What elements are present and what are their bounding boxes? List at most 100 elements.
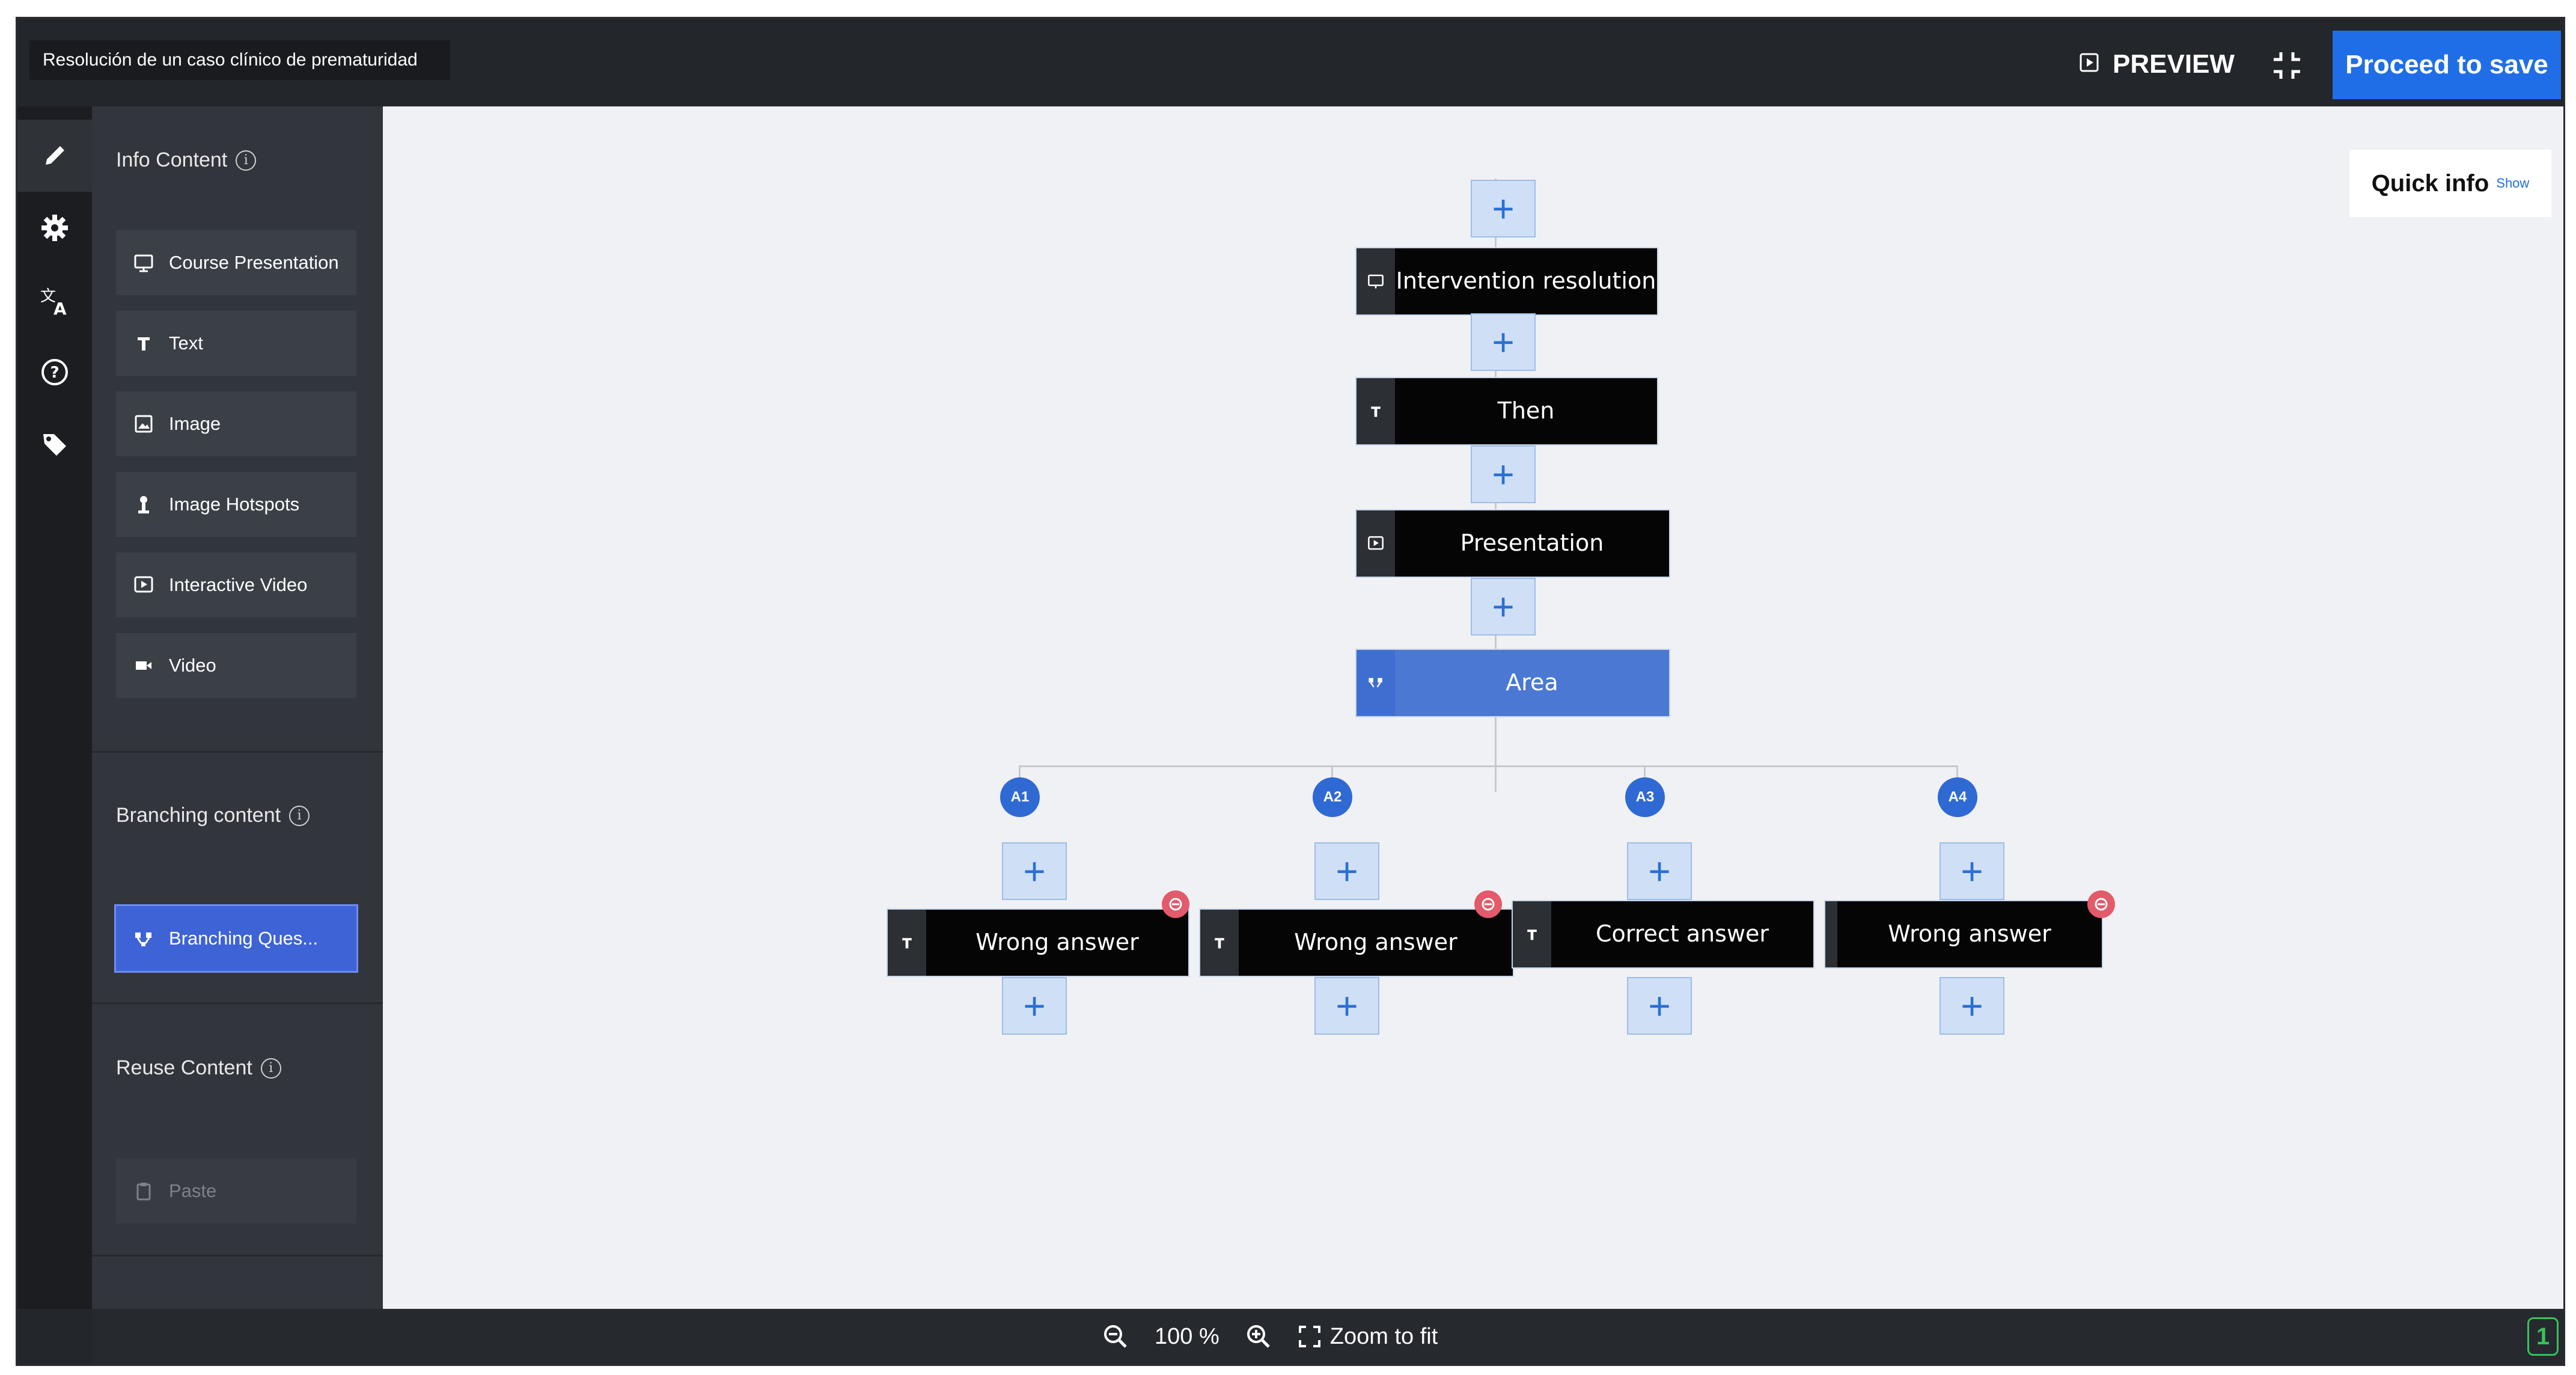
- connector-line: [1019, 765, 1958, 767]
- node-label: Intervention resolution: [1395, 248, 1657, 314]
- text-icon: [132, 331, 156, 355]
- node-label: Wrong answer: [1837, 901, 2102, 967]
- presentation-icon: [132, 251, 156, 275]
- rail-translate-tab[interactable]: 文 A: [17, 264, 92, 336]
- content-node[interactable]: Presentation: [1357, 510, 1669, 577]
- tool-video[interactable]: Video: [116, 633, 356, 698]
- reuse-content-title: Reuse Content: [116, 1056, 252, 1079]
- document-title-input[interactable]: Resolución de un caso clínico de prematu…: [29, 40, 450, 80]
- add-node-button[interactable]: +: [1314, 977, 1379, 1035]
- node-icon-strip: [1825, 901, 1837, 967]
- tool-course-presentation[interactable]: Course Presentation: [116, 230, 356, 295]
- zoom-out-button[interactable]: [1102, 1323, 1129, 1350]
- zoom-to-fit-label: Zoom to fit: [1329, 1323, 1438, 1349]
- interactive-video-icon: [132, 573, 156, 597]
- add-node-button[interactable]: +: [1314, 842, 1379, 900]
- node-label: Wrong answer: [1239, 910, 1513, 976]
- text-icon: [888, 910, 926, 976]
- tool-branching-question[interactable]: Branching Ques...: [114, 904, 358, 973]
- quick-info-panel[interactable]: Quick info Show: [2349, 150, 2551, 217]
- info-icon[interactable]: i: [260, 1058, 281, 1079]
- content-node[interactable]: Intervention resolution: [1357, 248, 1657, 314]
- pencil-icon: [46, 146, 64, 165]
- info-content-title: Info Content: [116, 149, 228, 171]
- counter-badge[interactable]: 1: [2527, 1317, 2559, 1356]
- node-label: Presentation: [1395, 510, 1669, 577]
- node-label: Then: [1395, 378, 1657, 444]
- add-node-button[interactable]: +: [1940, 842, 2004, 900]
- sidebar-divider: [92, 1002, 383, 1004]
- svg-text:?: ?: [50, 364, 59, 382]
- node-label: Correct answer: [1551, 901, 1813, 967]
- end-scenario-icon[interactable]: [1474, 890, 1502, 918]
- rail-edit-tab[interactable]: [17, 120, 92, 192]
- add-node-button[interactable]: +: [1471, 180, 1536, 237]
- end-scenario-icon[interactable]: [1162, 890, 1189, 918]
- sidebar-divider: [92, 751, 383, 753]
- add-node-button[interactable]: +: [1627, 842, 1692, 900]
- tool-interactive-video[interactable]: Interactive Video: [116, 553, 356, 617]
- zoom-in-button[interactable]: [1245, 1323, 1272, 1350]
- answer-node-a4[interactable]: Wrong answer: [1825, 901, 2102, 967]
- answer-node-a3[interactable]: Correct answer: [1513, 901, 1813, 967]
- proceed-to-save-button[interactable]: Proceed to save: [2333, 31, 2561, 99]
- info-icon[interactable]: i: [236, 150, 257, 171]
- add-node-button[interactable]: +: [1002, 977, 1067, 1035]
- zoom-to-fit-button[interactable]: Zoom to fit: [1298, 1324, 1438, 1350]
- add-node-button[interactable]: +: [1471, 446, 1536, 503]
- branching-content-title: Branching content: [116, 804, 281, 827]
- zoom-controls: 100 % Zoom to fit: [1102, 1317, 1438, 1356]
- tool-label: Paste: [169, 1180, 217, 1201]
- app-window: Resolución de un caso clínico de prematu…: [16, 17, 2565, 1366]
- rail-tag-tab[interactable]: [17, 408, 92, 480]
- branching-icon: [1357, 650, 1395, 716]
- rail-settings-tab[interactable]: [17, 192, 92, 264]
- preview-icon: [2079, 49, 2099, 79]
- tool-label: Course Presentation: [169, 252, 339, 273]
- add-node-button[interactable]: +: [1627, 977, 1692, 1035]
- info-content-heading: Info Content i: [116, 149, 257, 172]
- tool-label: Branching Ques...: [169, 928, 319, 949]
- bottom-toolbar: 100 % Zoom to fit 1: [92, 1309, 2563, 1364]
- rail-help-tab[interactable]: ?: [17, 336, 92, 408]
- answer-node-a2[interactable]: Wrong answer: [1200, 910, 1513, 976]
- add-node-button[interactable]: +: [1002, 842, 1067, 900]
- info-icon[interactable]: i: [289, 805, 310, 826]
- tool-image[interactable]: Image: [116, 391, 356, 456]
- svg-text:文: 文: [40, 287, 56, 305]
- sidebar-divider: [92, 1255, 383, 1257]
- quick-info-label: Quick info: [2371, 170, 2489, 197]
- node-label: Wrong answer: [926, 910, 1188, 976]
- content-node[interactable]: Then: [1357, 378, 1657, 444]
- zoom-in-icon: [1247, 1325, 1270, 1348]
- quick-info-show-link[interactable]: Show: [2496, 176, 2530, 191]
- answer-badge-a4: A4: [1938, 777, 1977, 817]
- tool-label: Interactive Video: [169, 574, 308, 595]
- tool-label: Image: [169, 413, 221, 434]
- tool-text[interactable]: Text: [116, 311, 356, 376]
- add-node-button[interactable]: +: [1471, 578, 1536, 635]
- clipboard-icon: [132, 1179, 156, 1203]
- text-icon: [1200, 910, 1239, 976]
- answer-node-a1[interactable]: Wrong answer: [888, 910, 1188, 976]
- tool-image-hotspots[interactable]: Image Hotspots: [116, 472, 356, 537]
- collapse-icon: [2274, 52, 2300, 79]
- end-scenario-icon[interactable]: [2087, 890, 2115, 918]
- tool-label: Video: [169, 655, 216, 676]
- branching-canvas[interactable]: Quick info Show + Intervention resolutio…: [383, 106, 2563, 1309]
- node-label: Area: [1395, 650, 1669, 716]
- fullscreen-button[interactable]: [2265, 44, 2309, 87]
- tool-paste[interactable]: Paste: [116, 1159, 356, 1223]
- add-node-button[interactable]: +: [1471, 313, 1536, 371]
- interactive-video-icon: [1357, 510, 1395, 577]
- preview-button[interactable]: PREVIEW: [2079, 46, 2235, 82]
- reuse-content-heading: Reuse Content i: [116, 1056, 281, 1080]
- add-node-button[interactable]: +: [1940, 977, 2004, 1035]
- left-icon-rail: 文 A ?: [17, 106, 92, 1309]
- fit-screen-icon: [1298, 1326, 1320, 1347]
- help-icon: ?: [41, 359, 68, 385]
- zoom-out-icon: [1104, 1325, 1127, 1348]
- zoom-level: 100 %: [1155, 1323, 1219, 1349]
- image-icon: [132, 412, 156, 436]
- branching-question-node[interactable]: Area: [1357, 650, 1669, 716]
